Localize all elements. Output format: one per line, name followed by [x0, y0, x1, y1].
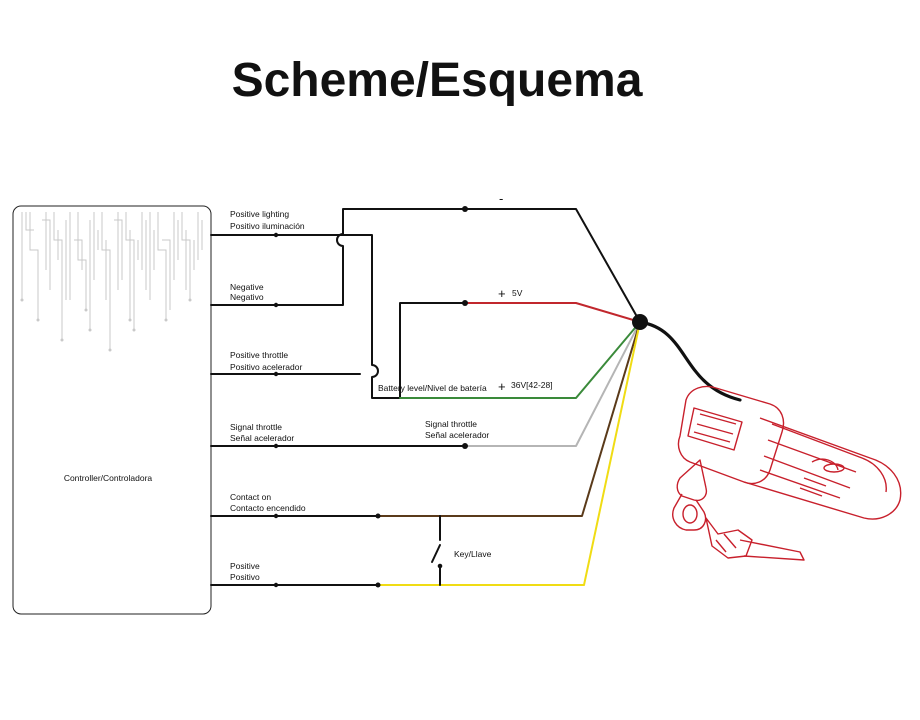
wire-positive — [377, 321, 641, 586]
battery-level-label: Battery level/Nivel de batería — [378, 383, 487, 393]
wire-signal — [464, 321, 641, 447]
wire-contact — [377, 321, 641, 517]
key-switch — [431, 515, 443, 586]
circuit-pattern — [20, 212, 203, 352]
plus-36v-symbol: + — [498, 379, 506, 394]
signal-throttle-label-en: Signal throttle — [425, 419, 477, 429]
diagram-title: Scheme/Esquema — [232, 54, 643, 107]
controller-label: Controller/Controladora — [64, 473, 153, 483]
key-label: Key/Llave — [454, 549, 492, 559]
terminal-signal-throttle-es: Señal acelerador — [230, 433, 294, 443]
colored-wires — [377, 208, 641, 586]
terminal-negative-es: Negativo — [230, 292, 264, 302]
terminal-negative-en: Negative — [230, 282, 264, 292]
terminal-contact-on-es: Contacto encendido — [230, 503, 306, 513]
terminal-contact-on-en: Contact on — [230, 492, 271, 502]
wire-5v — [464, 302, 641, 323]
terminal-positive-en: Positive — [230, 561, 260, 571]
terminal-positive-throttle-es: Positivo acelerador — [230, 362, 302, 372]
plus-5v-label: 5V — [512, 288, 523, 298]
wire-negative — [464, 208, 641, 323]
junction-dots — [273, 206, 468, 588]
plus-36v-label: 36V[42-28] — [511, 380, 553, 390]
wire-battery — [399, 321, 641, 399]
signal-throttle-label-es: Señal acelerador — [425, 430, 489, 440]
throttle-grip-with-key-icon — [672, 385, 902, 561]
terminal-positive-lighting-en: Positive lighting — [230, 209, 289, 219]
terminal-positive-lighting-es: Positivo iluminación — [230, 221, 305, 231]
cable-hub — [632, 314, 742, 402]
terminal-positive-throttle-en: Positive throttle — [230, 350, 288, 360]
controller-wiring — [210, 208, 466, 586]
terminal-positive-es: Positivo — [230, 572, 260, 582]
plus-5v-symbol: + — [498, 286, 506, 301]
controller-box: Controller/Controladora — [12, 205, 212, 615]
negative-symbol: - — [499, 191, 503, 206]
terminal-signal-throttle-en: Signal throttle — [230, 422, 282, 432]
